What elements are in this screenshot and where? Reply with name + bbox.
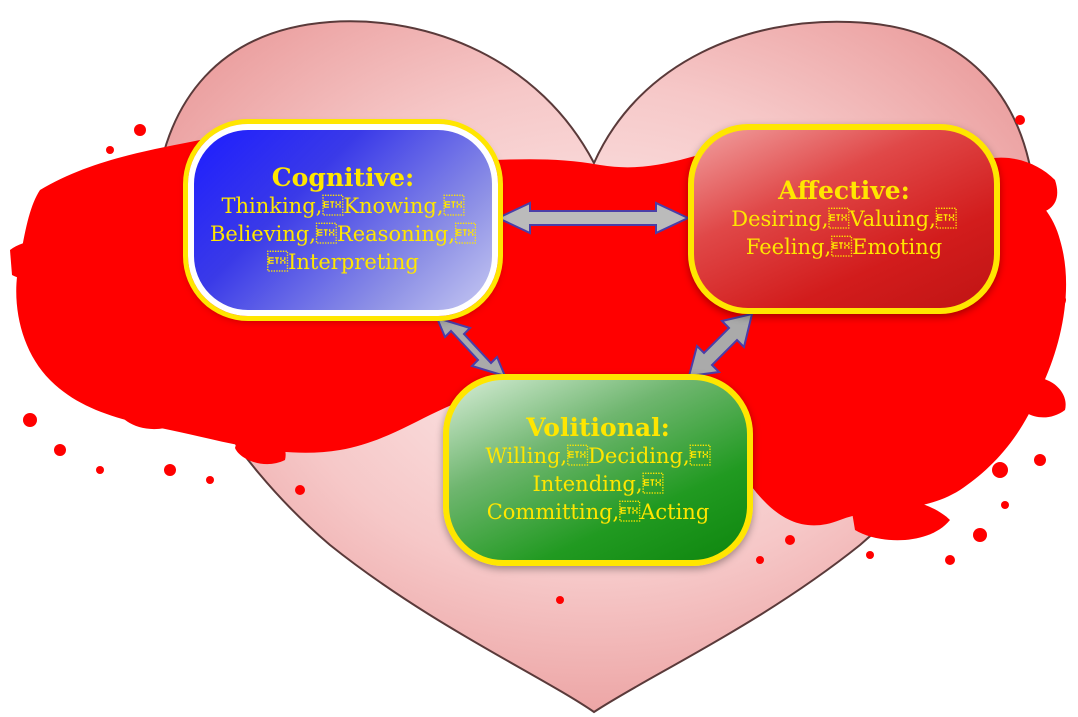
affective-line-2: Feeling,Emoting xyxy=(745,235,943,259)
volitional-line-1: Willing,Deciding, xyxy=(485,444,711,468)
affective-node: Affective: Desiring,Valuing, Feeling,… xyxy=(688,124,1000,314)
affective-line-1: Desiring,Valuing, xyxy=(731,207,957,231)
volitional-title: Volitional: xyxy=(526,413,670,442)
volitional-node: Volitional: Willing,Deciding, Intendin… xyxy=(443,374,753,566)
cognitive-title: Cognitive: xyxy=(271,163,415,192)
cognitive-node: Cognitive: Thinking,Knowing, Believing… xyxy=(188,124,498,316)
affective-title: Affective: xyxy=(778,176,910,205)
cognitive-line-3: Interpreting xyxy=(267,250,419,274)
volitional-line-3: Committing,Acting xyxy=(486,500,710,524)
cognitive-line-1: Thinking,Knowing, xyxy=(221,194,465,218)
volitional-line-2: Intending, xyxy=(532,472,664,496)
cognitive-line-2: Believing,Reasoning, xyxy=(209,222,476,246)
